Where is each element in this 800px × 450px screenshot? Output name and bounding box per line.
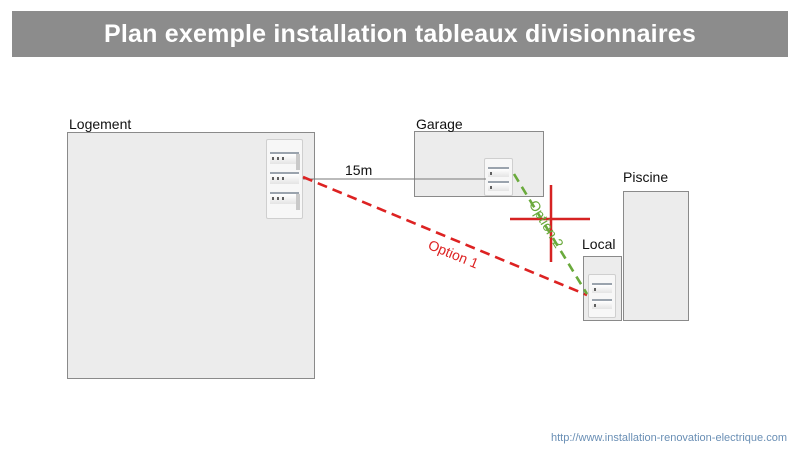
option2-line — [512, 173, 589, 295]
room-label-piscine: Piscine — [623, 169, 669, 185]
room-label-garage: Garage — [416, 116, 463, 132]
electrical-panel-icon — [588, 274, 616, 318]
rejected-cross-icon — [510, 185, 590, 262]
room-garage — [414, 131, 544, 197]
electrical-panel-icon — [266, 139, 303, 219]
footer-url: http://www.installation-renovation-elect… — [550, 432, 787, 444]
room-label-logement: Logement — [69, 116, 132, 132]
room-label-local: Local — [582, 236, 616, 252]
page-title: Plan exemple installation tableaux divis… — [104, 19, 696, 48]
electrical-panel-icon — [484, 158, 513, 196]
option1-line — [302, 175, 588, 297]
cable-length-label: 15m — [345, 162, 373, 178]
title-bar: Plan exemple installation tableaux divis… — [12, 11, 788, 57]
room-piscine — [623, 191, 689, 321]
